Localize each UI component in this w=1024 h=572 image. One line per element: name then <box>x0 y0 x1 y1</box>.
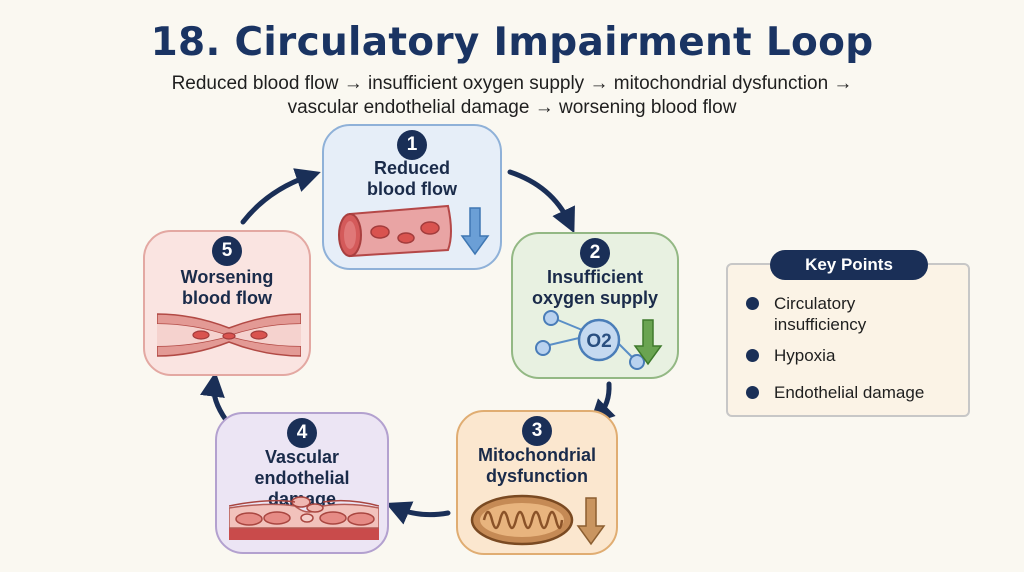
step-number-badge: 1 <box>397 130 427 160</box>
step-label-line-2: blood flow <box>182 288 272 308</box>
narrowed-vessel-icon <box>157 313 301 357</box>
down-arrow-icon <box>576 497 606 546</box>
oxygen-molecule-icon: O2 <box>535 310 663 370</box>
step-number-badge: 2 <box>580 238 610 268</box>
step-number-badge: 3 <box>522 416 552 446</box>
page-title: 18. Circulatory Impairment Loop <box>150 20 874 65</box>
step-label: Insufficient oxygen supply <box>519 267 671 309</box>
key-point-text-line-1: Circulatory <box>774 294 856 313</box>
step-number-badge: 5 <box>212 236 242 266</box>
subtitle-line-1: Reduced blood flow → insufficient oxygen… <box>171 73 853 94</box>
step-label-line-2: blood flow <box>367 179 457 199</box>
step-label-line-1: Worsening <box>180 267 274 287</box>
damaged-endothelium-icon <box>229 496 379 540</box>
key-point-text-line-2: insufficiency <box>774 315 867 334</box>
key-point-item: Hypoxia <box>746 345 954 366</box>
step-card-mitochondrial-dysfunction: 3 Mitochondrial dysfunction <box>456 410 618 555</box>
step-label-line-2: oxygen supply <box>531 288 659 308</box>
key-point-text: Hypoxia <box>774 346 836 365</box>
step-label-line-1: Vascular <box>264 447 340 467</box>
arrow-1-to-2 <box>507 169 575 234</box>
bullet-icon <box>746 297 759 310</box>
key-points-heading: Key Points <box>770 250 928 280</box>
subtitle-line-2: vascular endothelial damage → worsening … <box>287 97 737 118</box>
key-point-item: Circulatory insufficiency <box>746 293 954 335</box>
blood-vessel-icon <box>338 204 490 258</box>
key-point-item: Endothelial damage <box>746 382 954 403</box>
step-card-insufficient-oxygen-supply: 2 Insufficient oxygen supply O2 <box>511 232 679 379</box>
key-point-text: Endothelial damage <box>774 383 925 402</box>
arrow-4-to-5 <box>200 371 229 423</box>
step-label-line-1: Mitochondrial <box>478 445 596 465</box>
page-subtitle: Reduced blood flow → insufficient oxygen… <box>112 72 912 120</box>
bullet-icon <box>746 386 759 399</box>
step-number-badge: 4 <box>287 418 317 448</box>
mitochondria-icon <box>470 494 606 546</box>
step-label: Mitochondrial dysfunction <box>464 445 610 487</box>
oxygen-formula-label: O2 <box>586 331 611 352</box>
step-label: Reduced blood flow <box>330 158 494 200</box>
down-arrow-icon <box>633 319 663 366</box>
arrow-5-to-1 <box>240 168 321 225</box>
step-label-line-1: Reduced <box>373 158 451 178</box>
step-label-line-1: Insufficient <box>546 267 643 287</box>
down-arrow-icon <box>460 207 490 256</box>
step-card-reduced-blood-flow: 1 Reduced blood flow <box>322 124 502 270</box>
step-label: Worsening blood flow <box>151 267 303 309</box>
arrow-3-to-4 <box>385 501 451 525</box>
step-label-line-2: dysfunction <box>486 466 588 486</box>
step-card-worsening-blood-flow: 5 Worsening blood flow <box>143 230 311 376</box>
key-points-panel: Circulatory insufficiency Hypoxia Endoth… <box>726 263 970 417</box>
step-card-vascular-endothelial-damage: 4 Vascular endothelial damage <box>215 412 389 554</box>
bullet-icon <box>746 349 759 362</box>
